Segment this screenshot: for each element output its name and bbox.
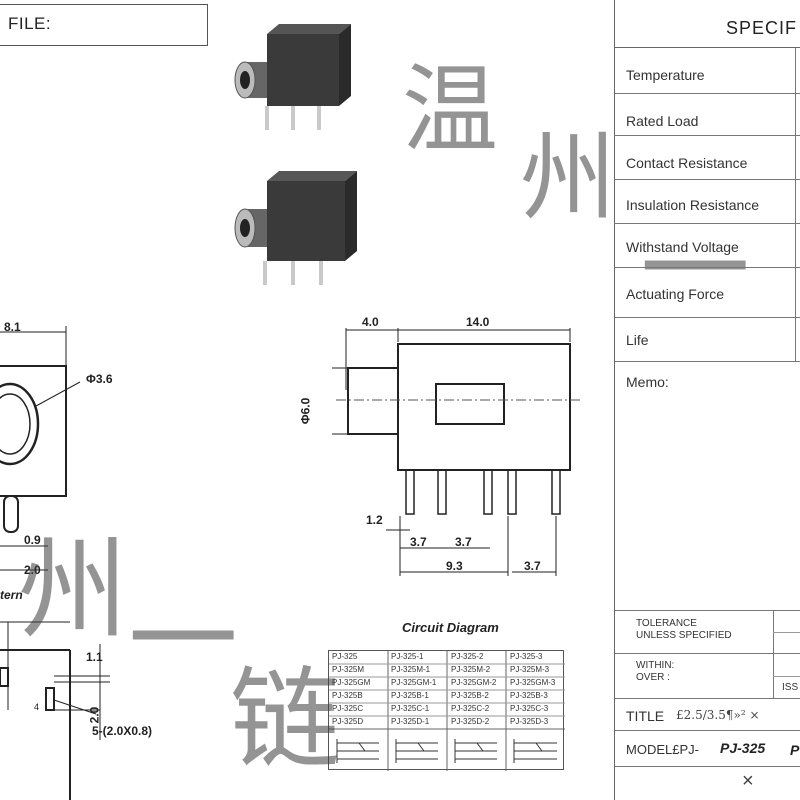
side-view-drawing [332, 328, 580, 576]
spec-header: SPECIF [614, 0, 800, 48]
circuit-cell: PJ-325D-3 [510, 717, 549, 726]
circuit-cell: PJ-325D-2 [451, 717, 490, 726]
within-line1: WITHIN: [636, 660, 675, 671]
footprint-drawing [0, 621, 110, 800]
spec-row-withstand-voltage: Withstand Voltage [614, 224, 800, 268]
dim-0-9: 0.9 [24, 533, 41, 547]
circuit-cell: PJ-325B-1 [391, 691, 429, 700]
dim-top-14-0: 14.0 [466, 315, 490, 329]
spec-column-divider [795, 48, 796, 362]
product-photo-bottom [234, 171, 357, 285]
title-value: £2.5/3.5¶»² × [676, 708, 760, 722]
within-line2: OVER : [636, 672, 670, 683]
spec-panel [614, 0, 800, 800]
circuit-cell: PJ-325M-2 [451, 665, 491, 674]
circuit-title: Circuit Diagram [402, 620, 499, 635]
close-mark-icon: × [742, 770, 754, 792]
product-photo-top [234, 24, 351, 130]
circuit-cell: PJ-325C-3 [510, 704, 549, 713]
circuit-table: PJ-325 PJ-325-1 PJ-325-2 PJ-325-3 PJ-325… [328, 650, 565, 771]
circuit-cell: PJ-325B-3 [510, 691, 548, 700]
model-value: PJ-325 [720, 740, 766, 756]
dim-pin-3-7b: 3.7 [455, 535, 472, 549]
spec-row-label: Rated Load [626, 113, 699, 129]
tolerance-block [614, 610, 800, 654]
tolerance-divider [773, 610, 774, 698]
dim-pin-3-7c: 3.7 [524, 559, 541, 573]
watermark-char: 一 [128, 576, 238, 704]
spec-row-label: Actuating Force [626, 286, 725, 302]
model-bottom-line [614, 766, 800, 767]
dim-slot-label: 5-(2.0X0.8) [92, 724, 153, 738]
watermark-char: 一 [640, 206, 750, 334]
circuit-cell: PJ-325D-1 [391, 717, 430, 726]
circuit-cell: PJ-325M [332, 665, 365, 674]
circuit-cell: PJ-325GM-3 [510, 678, 556, 687]
dim-hole-dia: Φ3.6 [86, 372, 113, 386]
circuit-cell: PJ-325D [332, 717, 364, 726]
spec-row-label: Insulation Resistance [626, 197, 760, 213]
dim-bottom-1-1: 1.1 [86, 650, 103, 664]
spec-row-label: Temperature [626, 67, 705, 83]
front-view-drawing [0, 326, 81, 571]
circuit-cell: PJ-325B [332, 691, 363, 700]
iss-label: ISS [782, 682, 799, 693]
model-extra: P [790, 742, 800, 758]
circuit-cell: PJ-325GM [332, 678, 371, 687]
tolerance-line2: UNLESS SPECIFIED [636, 630, 732, 641]
watermark-char: 温 [402, 54, 498, 166]
circuit-cell: PJ-325M-3 [510, 665, 550, 674]
watermark-char: 州 [18, 526, 128, 654]
dim-left-width: 8.1 [4, 320, 21, 334]
dim-pin-3-7a: 3.7 [410, 535, 427, 549]
file-box [0, 4, 208, 46]
circuit-cell: PJ-325-1 [391, 652, 424, 661]
circuit-cell: PJ-325GM-2 [451, 678, 497, 687]
circuit-cell: PJ-325 [332, 652, 358, 661]
model-label: MODEL£PJ- [626, 742, 699, 757]
watermark-char: 链 [230, 656, 340, 784]
circuit-cell: PJ-325GM-1 [391, 678, 437, 687]
spec-row-label: Life [626, 332, 649, 348]
tolerance-cell-line [773, 632, 800, 633]
circuit-cell: PJ-325M-1 [391, 665, 431, 674]
spec-row-life: Life [614, 318, 800, 362]
spec-row-actuating-force: Actuating Force [614, 268, 800, 318]
circuit-cell: PJ-325C [332, 704, 364, 713]
circuit-cell: PJ-325C-1 [391, 704, 430, 713]
spec-title: SPECIF [726, 18, 798, 38]
dim-dia-6-0: Φ6.0 [298, 397, 313, 425]
spec-row-label: Contact Resistance [626, 155, 748, 171]
circuit-cell: PJ-325B-2 [451, 691, 489, 700]
title-bottom-line [614, 730, 800, 731]
dim-bottom-2-0: 2.0 [87, 706, 102, 724]
memo-label: Memo: [626, 374, 669, 390]
spec-row-rated-load: Rated Load [614, 94, 800, 136]
pin-number-label: 4 [34, 702, 40, 712]
title-top-line [614, 698, 800, 699]
circuit-cell: PJ-325C-2 [451, 704, 490, 713]
dim-2-0: 2.0 [24, 563, 41, 577]
file-label: FILE: [8, 14, 52, 33]
spec-row-label: Withstand Voltage [626, 239, 739, 255]
watermark-char: 州 [520, 122, 616, 234]
spec-row-temperature: Temperature [614, 48, 800, 94]
circuit-cell: PJ-325-2 [451, 652, 484, 661]
spec-row-insulation-resistance: Insulation Resistance [614, 180, 800, 224]
spec-row-contact-resistance: Contact Resistance [614, 136, 800, 180]
pattern-label: tern [0, 588, 23, 602]
tolerance-line1: TOLERANCE [636, 618, 697, 629]
dim-pin-9-3: 9.3 [446, 559, 463, 573]
dim-top-4-0: 4.0 [362, 315, 379, 329]
dim-pin-1-2: 1.2 [366, 513, 383, 527]
circuit-grid-lines [329, 651, 565, 771]
circuit-cell: PJ-325-3 [510, 652, 543, 661]
tolerance-cell-line [773, 676, 800, 677]
title-label: TITLE [626, 708, 665, 724]
